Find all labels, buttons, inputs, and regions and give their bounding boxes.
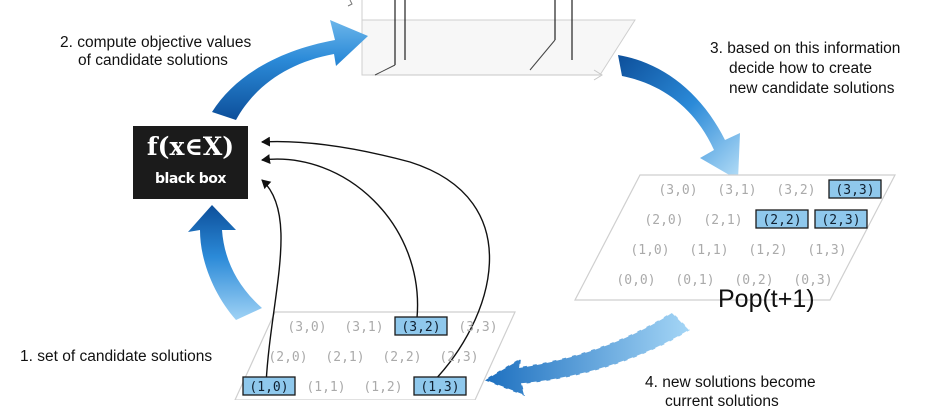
step4-label-line2: current solutions xyxy=(665,393,779,410)
pop_current-cell: (1,0) xyxy=(242,376,296,396)
pop_current-cell-label: (3,0) xyxy=(287,320,326,335)
step3-label-line3: new candidate solutions xyxy=(729,80,895,97)
pop_next-cell-label: (2,1) xyxy=(703,213,742,228)
pop_next-cell: (2,1) xyxy=(703,213,742,228)
pop_next-cell-highlight xyxy=(814,209,868,229)
pop_current-cell-label: (3,1) xyxy=(344,320,383,335)
step1-label: 1. set of candidate solutions xyxy=(20,348,213,365)
pop_next-cell: (2,0) xyxy=(644,213,683,228)
pop_next-cell: (3,1) xyxy=(717,183,756,198)
pop_next-cell: (1,3) xyxy=(807,243,846,258)
connector-1-3 xyxy=(261,136,491,386)
pop_next-cell-label: (2,3) xyxy=(821,213,860,228)
pop_next-cell: (1,1) xyxy=(689,243,728,258)
pop_next-cell-label: (3,0) xyxy=(658,183,697,198)
pop_current-cell-label: (3,3) xyxy=(458,320,497,335)
connector-3-2 xyxy=(261,154,419,319)
pop_current-cell-label: (1,3) xyxy=(420,380,459,395)
pop_next-cell: (1,0) xyxy=(630,243,669,258)
step2-label-line1: 2. compute objective values xyxy=(60,34,252,51)
pop_current-cell-label: (2,0) xyxy=(268,350,307,365)
pop_current-cell-label: (1,0) xyxy=(249,380,288,395)
pop_current-cell-highlight xyxy=(242,376,296,396)
connectors xyxy=(261,136,491,386)
pop-next-grid xyxy=(574,174,896,301)
pop_next-cell: (1,2) xyxy=(748,243,787,258)
pop_current-cell: (3,1) xyxy=(344,320,383,335)
pop_current-cell: (2,1) xyxy=(325,350,364,365)
pop_next-cell-label: (0,3) xyxy=(793,273,832,288)
pop_current-cell: (2,2) xyxy=(382,350,421,365)
pop_next-cell-highlight xyxy=(828,179,882,199)
arrow-step1 xyxy=(188,205,262,320)
pop_current-cell: (3,0) xyxy=(287,320,326,335)
step3-label-line2: decide how to create xyxy=(729,60,873,77)
pop_next-cell-label: (1,0) xyxy=(630,243,669,258)
pop_next-cell: (0,3) xyxy=(793,273,832,288)
pop_next-cell: (3,3) xyxy=(828,179,882,199)
pop_next-cell-label: (1,1) xyxy=(689,243,728,258)
pop_next-cell-label: (2,0) xyxy=(644,213,683,228)
black-box-formula: f(x∈X) xyxy=(146,132,235,161)
cell-layer: (3,0) (3,1) (3,2) (3,3) (2,0) (2,1) (2,2) (2,3)… xyxy=(242,179,882,396)
objective-plot xyxy=(347,0,636,81)
pop_next-cell: (2,3) xyxy=(814,209,868,229)
pop_current-cell: (1,3) xyxy=(413,376,467,396)
pop_next-cell: (0,1) xyxy=(675,273,714,288)
pop_next-cell-label: (1,2) xyxy=(748,243,787,258)
pop_current-cell: (1,2) xyxy=(363,380,402,395)
pop_next-cell-label: (2,2) xyxy=(762,213,801,228)
pop_current-cell-label: (2,3) xyxy=(439,350,478,365)
pop_next-cell-label: (0,2) xyxy=(734,273,773,288)
connector-1-0 xyxy=(261,179,282,386)
pop_current-cell-label: (2,1) xyxy=(325,350,364,365)
black-box: f(x∈X) black box xyxy=(133,126,248,199)
pop_current-cell-label: (1,2) xyxy=(363,380,402,395)
pop_next-cell-label: (0,1) xyxy=(675,273,714,288)
step2-label-line2: of candidate solutions xyxy=(78,52,228,69)
pop_current-cell: (2,3) xyxy=(439,350,478,365)
pop_next-cell: (3,2) xyxy=(776,183,815,198)
pop_next-cell-label: (1,3) xyxy=(807,243,846,258)
black-box-caption: black box xyxy=(155,171,226,187)
pop_next-cell-label: (3,1) xyxy=(717,183,756,198)
pop_next-cell: (0,0) xyxy=(616,273,655,288)
pop_current-cell-highlight xyxy=(413,376,467,396)
pop_current-cell: (3,2) xyxy=(394,316,448,336)
step4-label-line1: 4. new solutions become xyxy=(645,374,816,391)
pop_current-cell-label: (1,1) xyxy=(306,380,345,395)
diagram-canvas: (3,0) (3,1) (3,2) (3,3) (2,0) (2,1) (2,2) (2,3)… xyxy=(188,0,896,400)
arrow-step4 xyxy=(482,310,692,398)
pop_current-cell: (3,3) xyxy=(458,320,497,335)
pop_next-cell: (0,2) xyxy=(734,273,773,288)
step3-label-line1: 3. based on this information xyxy=(710,40,901,57)
pop_next-cell: (3,0) xyxy=(658,183,697,198)
pop_current-cell: (1,1) xyxy=(306,380,345,395)
pop_next-cell-label: (3,3) xyxy=(835,183,874,198)
arrow-step2 xyxy=(212,20,368,120)
pop_current-cell-label: (3,2) xyxy=(401,320,440,335)
pop_next-cell-highlight xyxy=(755,209,809,229)
pop_next-cell-label: (3,2) xyxy=(776,183,815,198)
pop-next-title: Pop(t+1) xyxy=(718,285,815,313)
arrow-step3 xyxy=(618,55,740,180)
pop_current-cell-highlight xyxy=(394,316,448,336)
pop_current-cell: (2,0) xyxy=(268,350,307,365)
pop_next-cell: (2,2) xyxy=(755,209,809,229)
pop_current-cell-label: (2,2) xyxy=(382,350,421,365)
pop_next-cell-label: (0,0) xyxy=(616,273,655,288)
